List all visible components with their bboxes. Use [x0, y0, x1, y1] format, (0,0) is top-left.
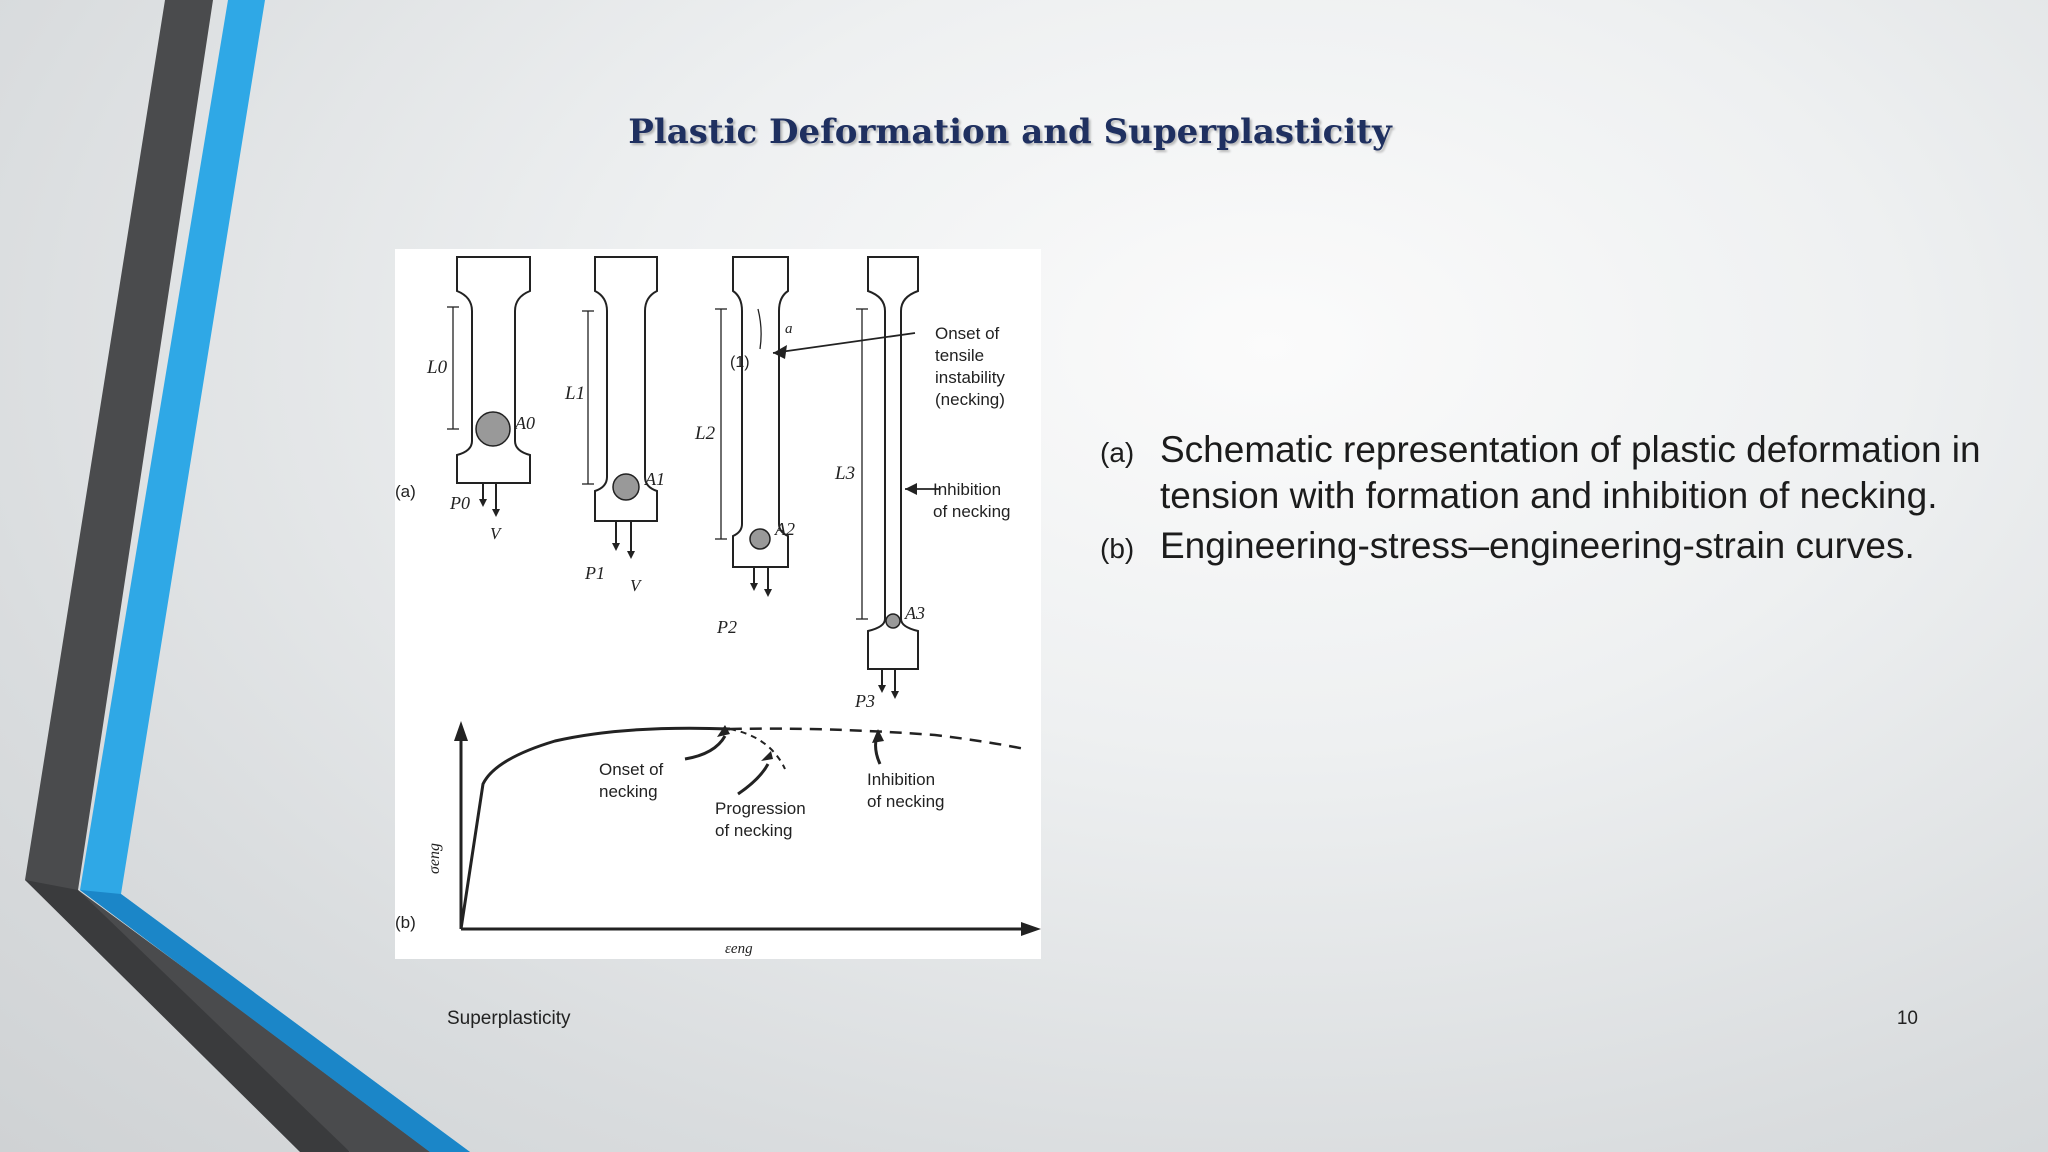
inhibition-of-necking-label-b: Inhibition of necking: [867, 770, 945, 811]
neck-label-a: a: [785, 321, 793, 337]
velocity-label-2: V: [630, 576, 643, 595]
bullet-item: (b) Engineering-stress–engineering-strai…: [1100, 523, 2020, 569]
bullet-text: Schematic representation of plastic defo…: [1160, 429, 1981, 516]
area-marker-a3: [885, 613, 901, 629]
velocity-label-1: V: [490, 524, 503, 543]
area-label-a0: A0: [514, 413, 535, 433]
area-label-a2: A2: [774, 519, 795, 539]
inhibition-of-necking-label-a: Inhibition of necking: [933, 480, 1011, 521]
necking-diagram-figure: (a) (b) L0 L1 L2 L3 A0 A1 A2 A3 P0 P1 P2…: [395, 249, 1041, 959]
load-label-p0: P0: [449, 493, 470, 513]
length-label-l3: L3: [834, 463, 855, 484]
specimen-2: [594, 256, 658, 522]
y-axis-label: σeng: [426, 843, 443, 874]
load-label-p2: P2: [716, 617, 737, 637]
page-number: 10: [1896, 1008, 1918, 1029]
slide-title: Plastic Deformation and Superplasticity: [628, 112, 1392, 152]
area-label-a3: A3: [904, 603, 925, 623]
bullet-list: (a) Schematic representation of plastic …: [1100, 427, 2020, 573]
bullet-text: Engineering-stress–engineering-strain cu…: [1160, 525, 1915, 566]
load-label-p1: P1: [584, 563, 605, 583]
panel-b-label: (b): [395, 913, 416, 932]
specimen-4: [867, 256, 919, 670]
area-marker-a2: [749, 528, 771, 550]
area-marker-a1: [612, 473, 640, 501]
specimen-1: [456, 256, 531, 484]
progression-of-necking-label: Progression of necking: [715, 799, 810, 840]
bullet-item: (a) Schematic representation of plastic …: [1100, 427, 2020, 519]
footer-text: Superplasticity: [447, 1008, 571, 1029]
bullet-marker: (b): [1100, 533, 1135, 564]
bullet-marker: (a): [1100, 437, 1135, 468]
neck-label-1: (1): [730, 354, 750, 371]
area-marker-a0: [475, 411, 511, 447]
panel-a-label: (a): [395, 482, 416, 501]
length-label-l1: L1: [564, 383, 585, 404]
onset-of-necking-label: Onset of necking: [599, 760, 668, 801]
area-label-a1: A1: [644, 469, 665, 489]
onset-tensile-instability-label: Onset of tensile instability (necking): [935, 324, 1010, 409]
specimen-3: [732, 256, 789, 568]
load-label-p3: P3: [854, 691, 875, 711]
length-label-l2: L2: [694, 423, 716, 444]
length-label-l0: L0: [426, 357, 448, 378]
necking-diagram: (a) (b) L0 L1 L2 L3 A0 A1 A2 A3 P0 P1 P2…: [395, 256, 1041, 957]
x-axis-label: εeng: [725, 941, 753, 957]
